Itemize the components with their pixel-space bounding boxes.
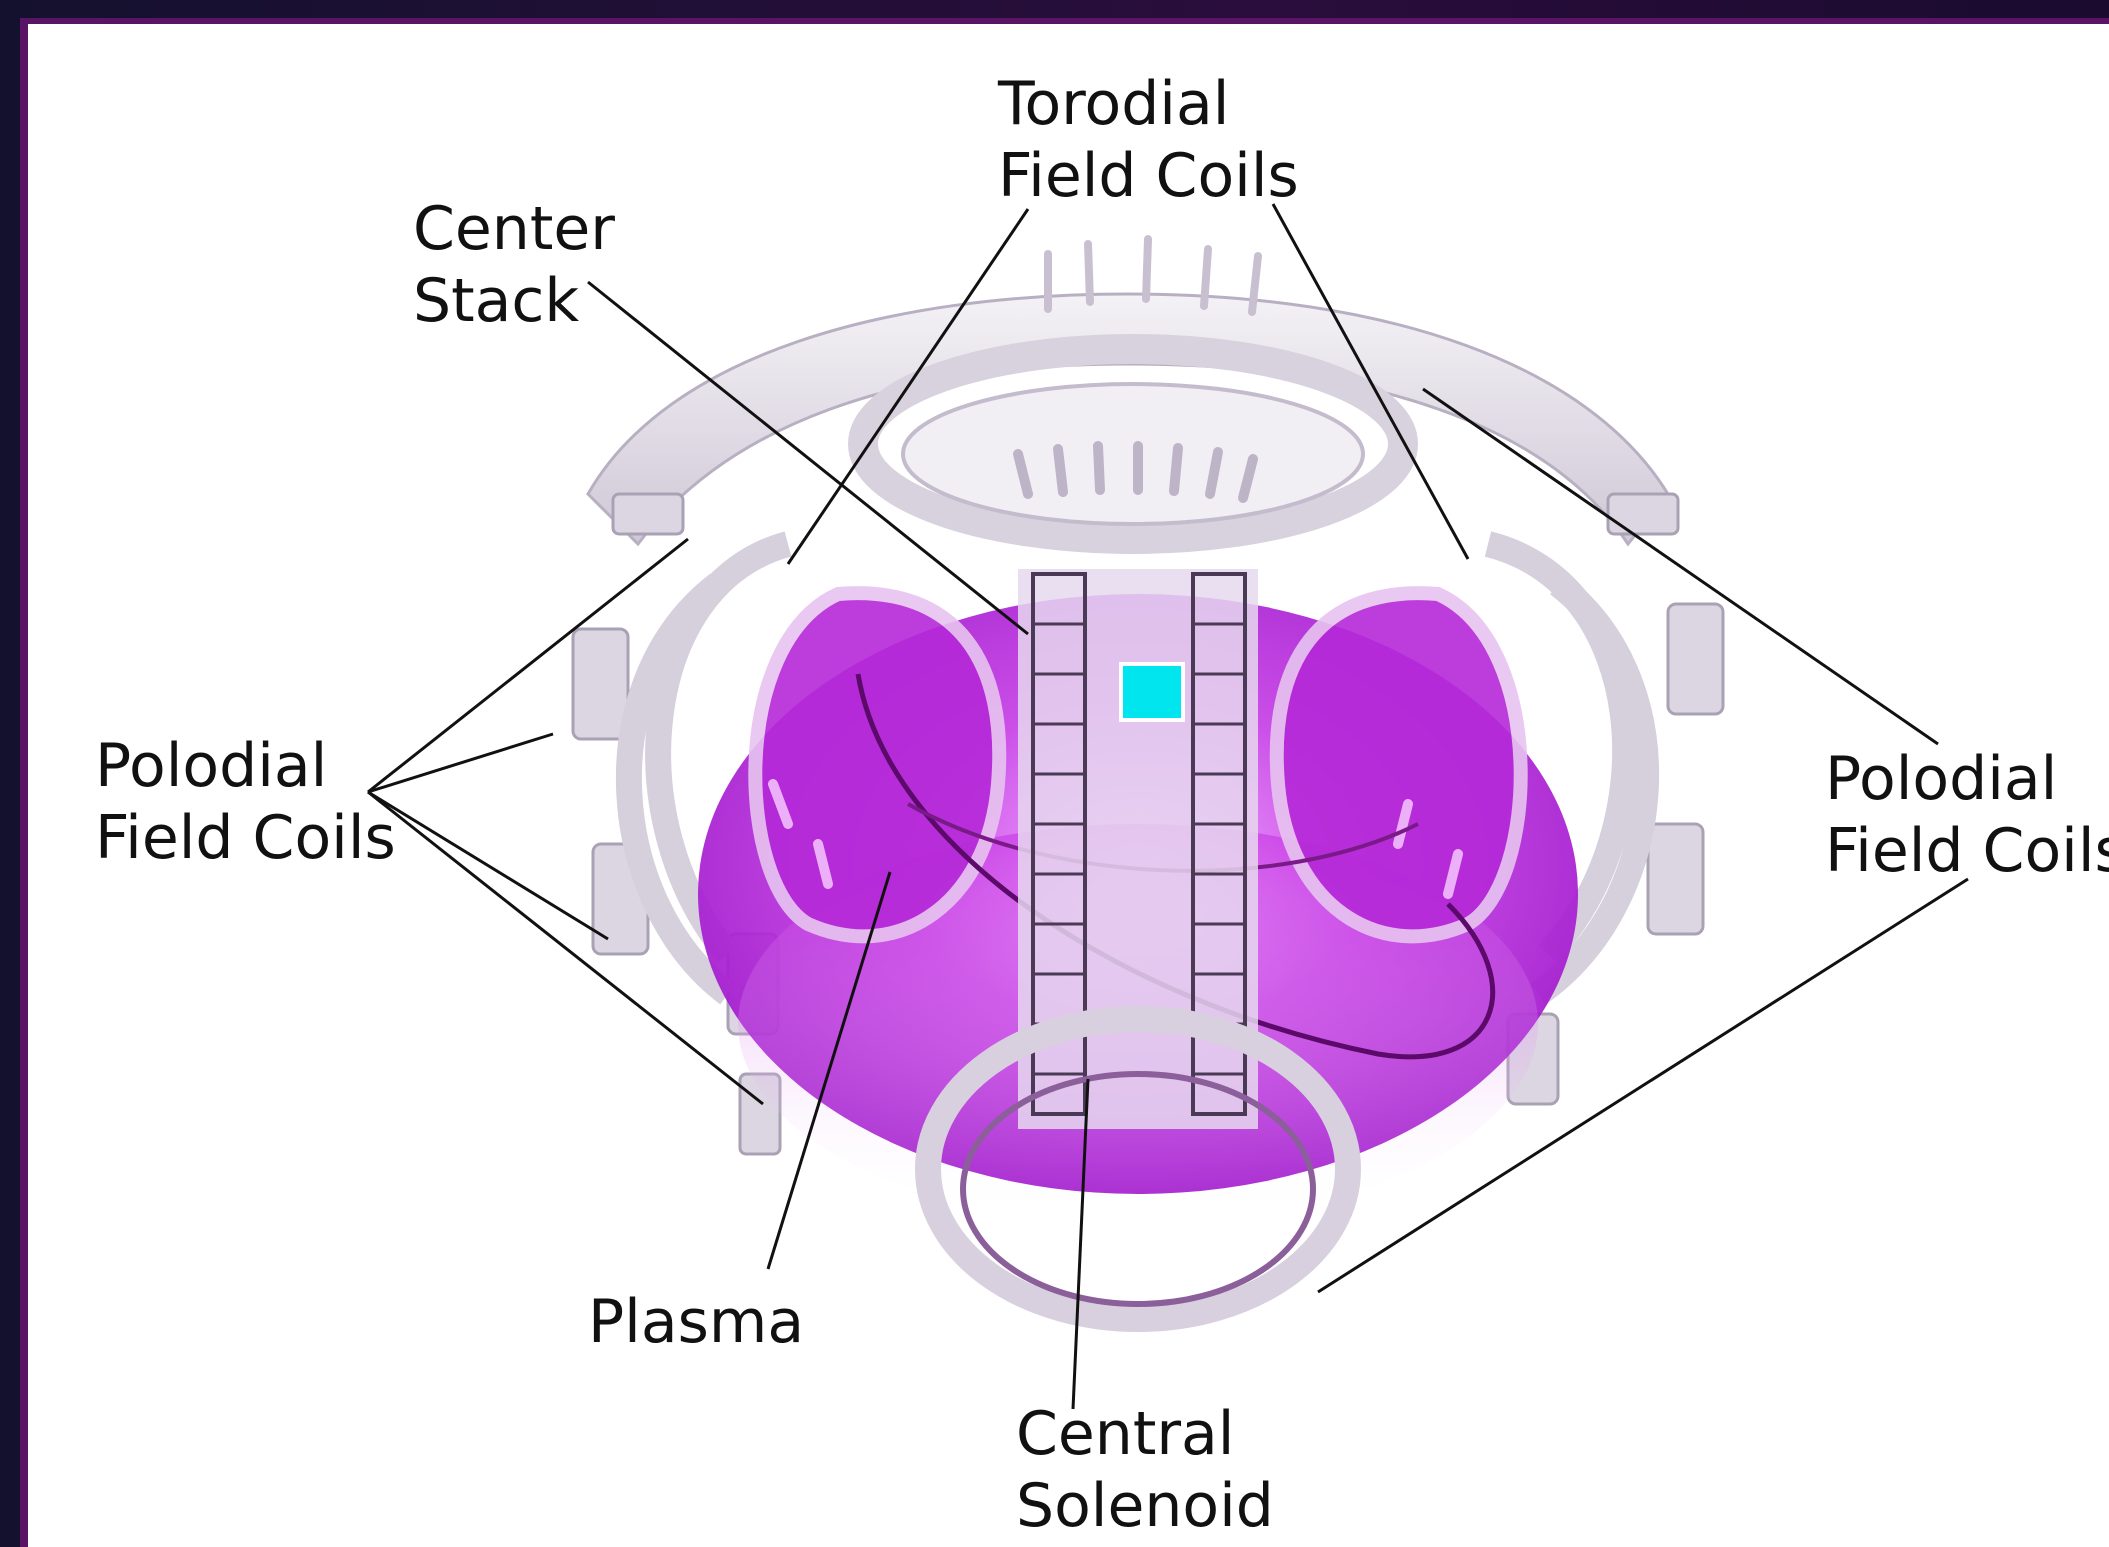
label-poloidal-left-line2: Field Coils: [95, 803, 396, 873]
upper-support-structure: [588, 239, 1668, 544]
label-toroidal-line1: Torodial: [997, 69, 1229, 139]
label-poloidal-left-line1: Polodial: [95, 731, 327, 801]
label-plasma: Plasma: [588, 1287, 804, 1357]
label-poloidal-right-line2: Field Coils: [1825, 816, 2109, 886]
label-central-solenoid-line1: Central: [1016, 1399, 1234, 1469]
tokamak-diagram: Torodial Field Coils Center Stack Polodi…: [28, 24, 2109, 1547]
label-poloidal-right-line1: Polodial: [1825, 744, 2057, 814]
label-center-stack-line1: Center: [413, 194, 615, 264]
label-toroidal-line2: Field Coils: [998, 141, 1299, 211]
diagram-panel: Torodial Field Coils Center Stack Polodi…: [20, 18, 2109, 1547]
cyan-marker: [1121, 664, 1183, 720]
label-central-solenoid-line2: Solenoid: [1016, 1471, 1274, 1541]
label-center-stack-line2: Stack: [413, 266, 579, 336]
